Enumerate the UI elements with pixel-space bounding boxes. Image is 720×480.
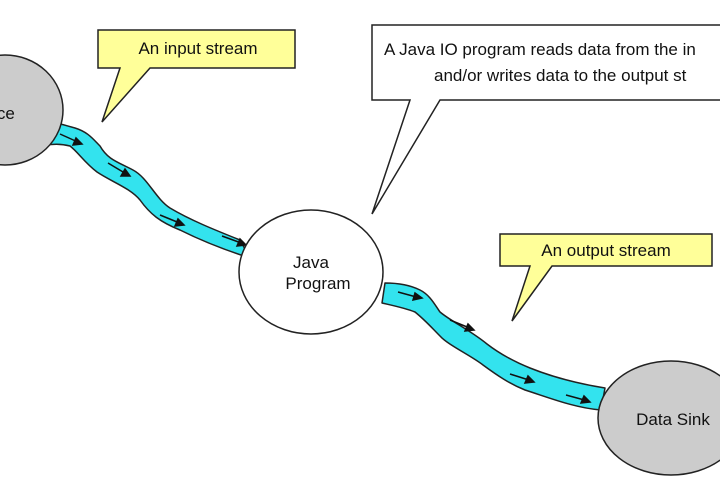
output-stream-callout (499, 233, 713, 322)
flow-arrow-head (119, 167, 132, 177)
flow-arrow-head (411, 291, 424, 302)
java-program-node (238, 209, 384, 335)
input-stream-callout-text: An input stream (138, 39, 257, 58)
flow-arrow-head (523, 374, 536, 384)
note-callout-line1: A Java IO program reads data from the in (384, 40, 696, 59)
java-program-label-line1: Java (293, 253, 329, 272)
data-source-node (0, 54, 64, 166)
input-flow-arrows (59, 133, 248, 247)
input-stream-callout (97, 29, 296, 123)
flow-arrow-head (579, 394, 592, 404)
note-callout (371, 24, 720, 215)
output-stream-callout-text: An output stream (541, 241, 670, 260)
flow-arrow-head (235, 237, 248, 247)
flow-arrow-head (463, 322, 476, 332)
output-stream-river (381, 282, 606, 411)
flow-arrow-head (173, 217, 186, 227)
input-stream-river (29, 119, 251, 259)
note-callout-line2: and/or writes data to the output st (434, 66, 687, 85)
flow-arrow-head (71, 136, 84, 146)
data-sink-node (597, 360, 720, 476)
data-sink-label: Data Sink (636, 410, 710, 429)
java-program-label-line2: Program (285, 274, 350, 293)
data-source-label: rce (0, 104, 15, 123)
output-flow-arrows (397, 291, 592, 404)
